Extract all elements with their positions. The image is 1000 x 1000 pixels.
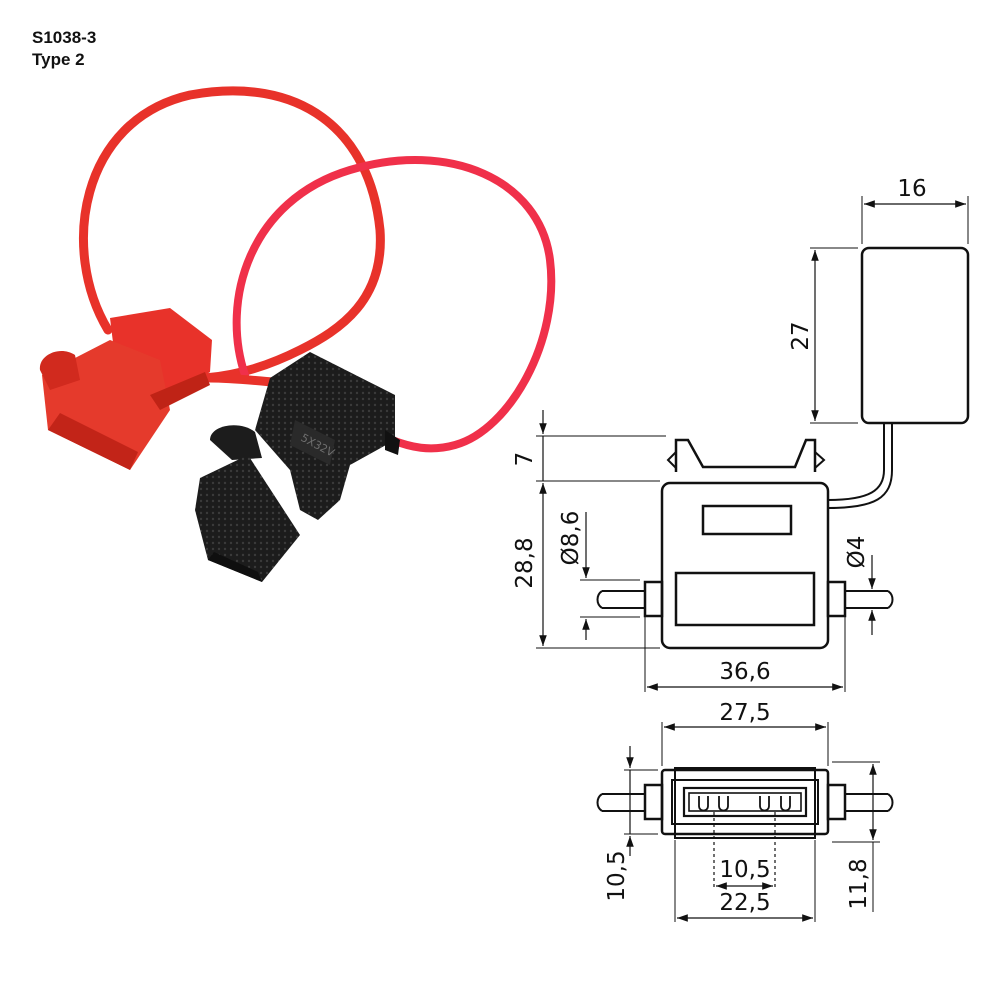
bottom-left-height-label: 10,5 xyxy=(604,850,630,901)
bottom-width-label: 27,5 xyxy=(719,700,770,726)
side-view xyxy=(810,196,970,425)
clip-height-label: 7 xyxy=(512,452,538,467)
side-height-label: 27 xyxy=(788,321,814,350)
front-window xyxy=(701,504,793,536)
black-fuse-holder: 5X32V xyxy=(195,352,400,582)
front-view xyxy=(536,410,894,692)
terminal-blades xyxy=(698,796,791,812)
inner-dia-label: Ø4 xyxy=(844,536,870,569)
bottom-fuse-slot xyxy=(682,786,808,818)
product-photo: 5X32V xyxy=(39,86,556,582)
body-height-label: 28,8 xyxy=(512,537,538,588)
front-fuse-slot xyxy=(674,571,816,627)
left-wire-stub xyxy=(643,580,664,618)
overall-width-label: 36,6 xyxy=(719,659,770,685)
terminal-spacing-label: 10,5 xyxy=(719,857,770,883)
product-type: Type 2 xyxy=(32,50,85,69)
bottom-right-height-label: 11,8 xyxy=(846,858,872,909)
right-wire-stub xyxy=(826,580,847,618)
side-width-label: 16 xyxy=(897,176,926,202)
red-wire xyxy=(79,86,385,383)
bottom-view xyxy=(596,722,894,922)
product-code: S1038-3 xyxy=(32,28,97,47)
front-body xyxy=(660,481,830,650)
bottom-base-width-label: 22,5 xyxy=(719,890,770,916)
red-fuse-cover xyxy=(39,308,212,470)
front-clip xyxy=(674,438,817,472)
pink-wire xyxy=(232,156,556,453)
outer-dia-label: Ø8,6 xyxy=(558,511,584,566)
side-view-body xyxy=(860,246,970,425)
bottom-outer-body xyxy=(674,767,816,839)
